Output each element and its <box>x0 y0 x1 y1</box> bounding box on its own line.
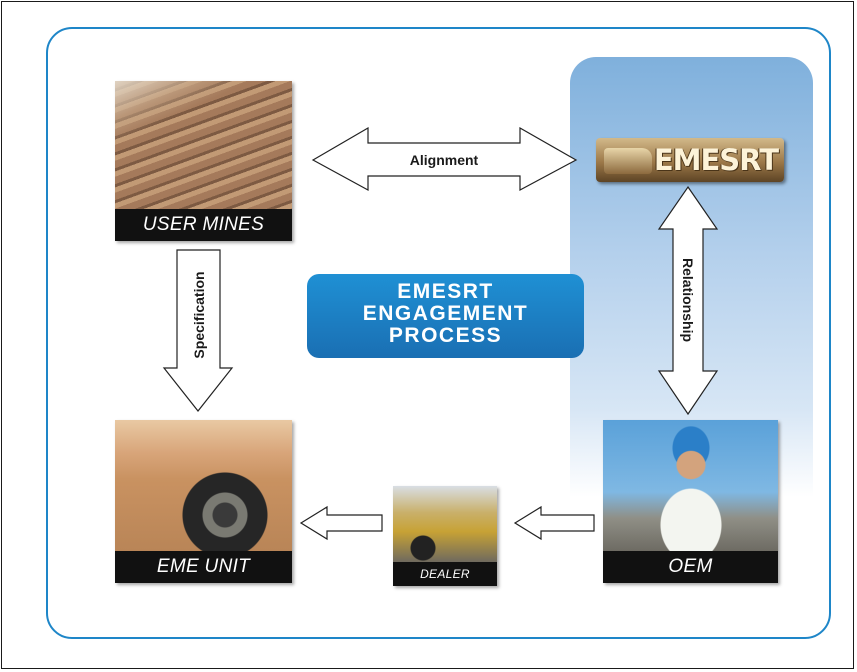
oem-caption: OEM <box>603 551 778 583</box>
alignment-arrow <box>311 126 578 192</box>
title-line-2: ENGAGEMENT <box>362 302 529 325</box>
engagement-process-title: EMESRT ENGAGEMENT PROCESS <box>307 274 584 358</box>
emesrt-logo: EMESRT <box>596 138 784 182</box>
oem-to-dealer-arrow <box>513 505 595 541</box>
dealer-truck-photo <box>393 486 497 562</box>
specification-label: Specification <box>191 271 207 358</box>
haul-truck-photo <box>115 420 292 551</box>
open-pit-mine-photo <box>115 81 292 209</box>
title-line-3: PROCESS <box>388 324 503 347</box>
alignment-label: Alignment <box>410 152 479 168</box>
relationship-arrow <box>657 185 719 416</box>
dealer-caption: DEALER <box>393 562 497 586</box>
emesrt-logo-text: EMESRT <box>653 143 779 177</box>
dealer-tile: DEALER <box>393 486 497 586</box>
eme-unit-caption: EME UNIT <box>115 551 292 583</box>
dealer-to-eme-arrow <box>299 505 383 541</box>
relationship-label: Relationship <box>680 258 696 342</box>
emesrt-logo-truck-icon <box>604 148 652 174</box>
user-mines-tile: USER MINES <box>115 81 292 241</box>
user-mines-caption: USER MINES <box>115 209 292 241</box>
eme-unit-tile: EME UNIT <box>115 420 292 583</box>
specification-arrow <box>162 249 234 412</box>
oem-tile: OEM <box>603 420 778 583</box>
title-line-1: EMESRT <box>397 280 494 303</box>
oem-engineer-photo <box>603 420 778 551</box>
